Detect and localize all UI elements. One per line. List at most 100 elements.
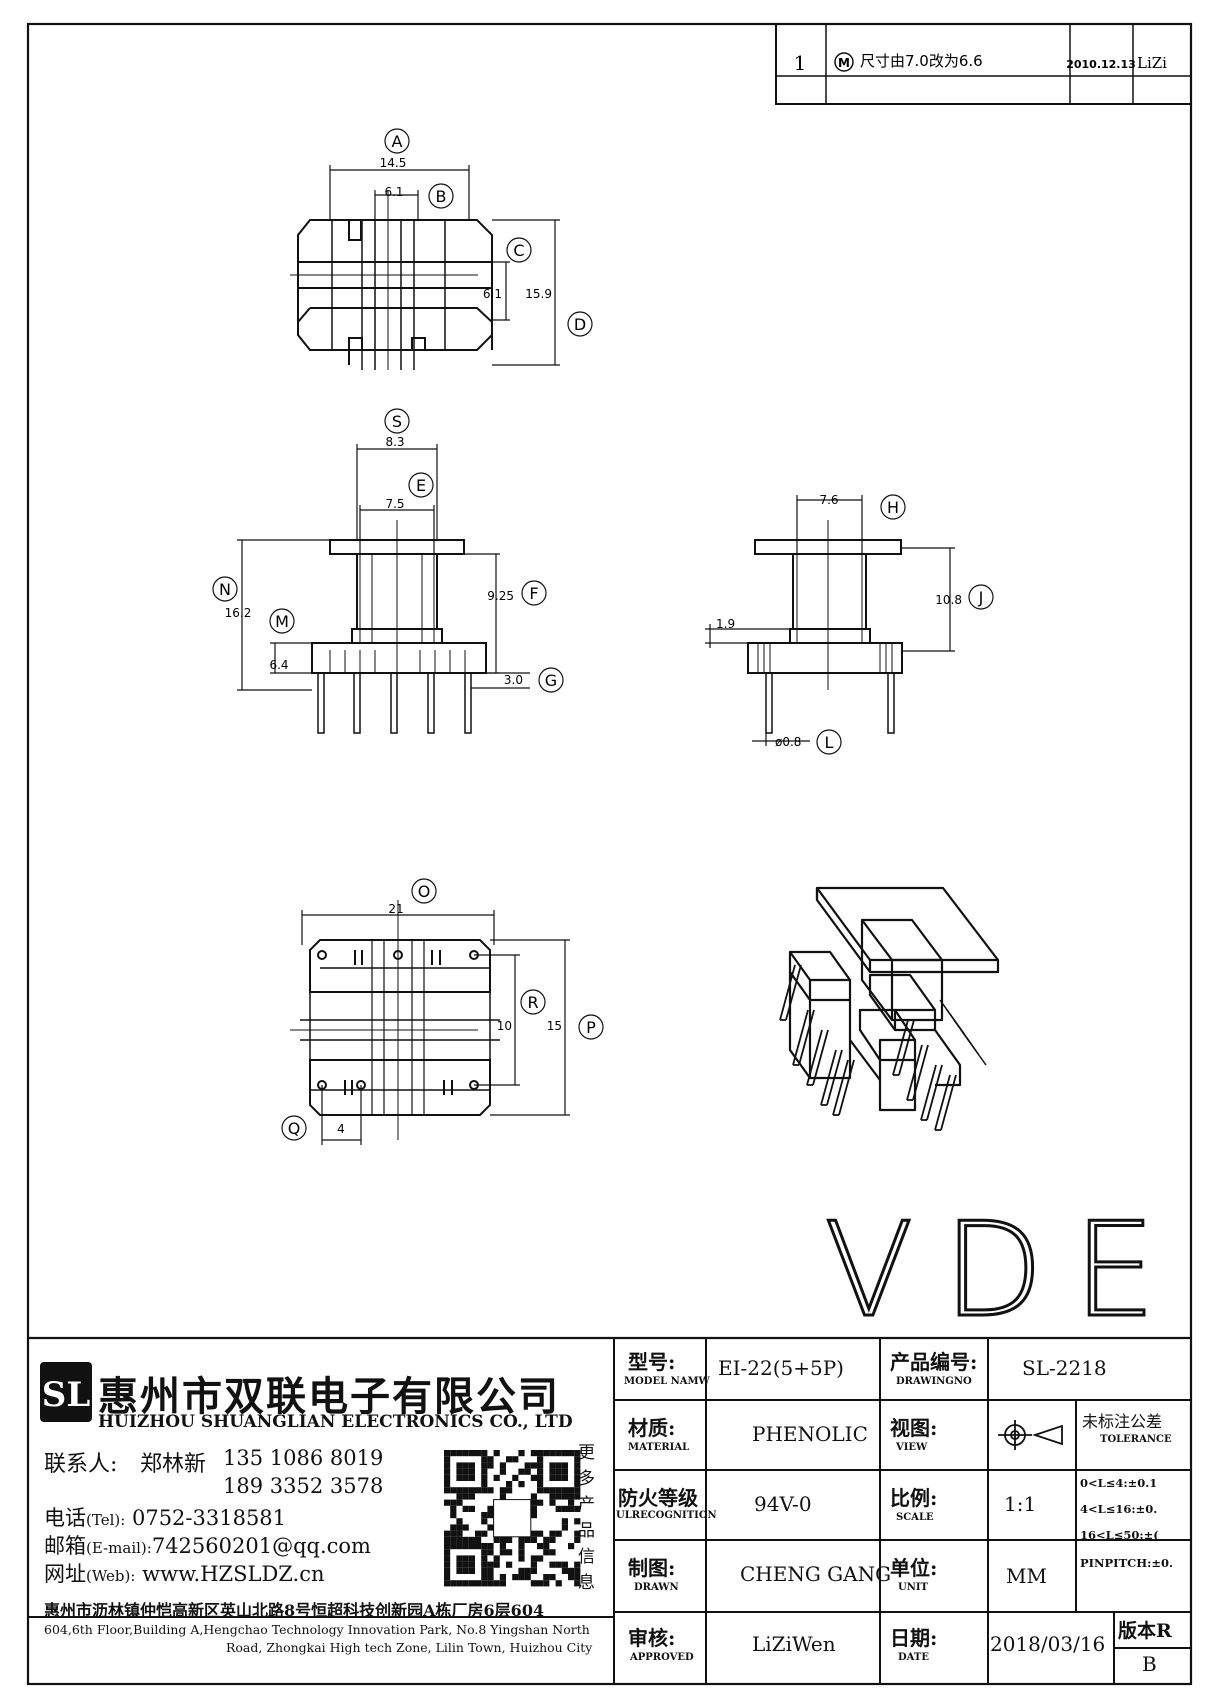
company-name-en: HUIZHOU SHUANGLIAN ELECTRONICS CO., LTD <box>98 1412 573 1432</box>
side-view <box>747 520 903 734</box>
dim-r-value: 10 <box>497 1019 512 1033</box>
scale-value: 1:1 <box>1004 1492 1037 1516</box>
dim-j-value: 10.8 <box>935 593 962 607</box>
dim-f-value: 9.25 <box>487 589 514 603</box>
isometric-view <box>788 886 1000 1112</box>
label-l: L <box>825 733 834 752</box>
label-f: F <box>529 584 538 603</box>
drawing-no-value: SL-2218 <box>1022 1356 1107 1380</box>
tel-row: 电话(Tel): 0752-3318581 <box>44 1502 286 1532</box>
email-label-cn: 邮箱 <box>44 1534 86 1558</box>
isometric-pins <box>779 964 957 1131</box>
model-label-cn: 型号: <box>628 1350 676 1374</box>
date-label-en: DATE <box>898 1652 929 1663</box>
dim-p-value: 15 <box>547 1019 562 1033</box>
unit-value: MM <box>1006 1564 1047 1588</box>
web-value: www.HZSLDZ.cn <box>142 1562 325 1586</box>
material-label-en: MATERIAL <box>628 1442 690 1453</box>
label-b: B <box>436 187 447 206</box>
label-m: M <box>275 612 289 631</box>
label-p: P <box>586 1018 596 1037</box>
tolerance-line-2: 4<L≤16:±0. <box>1080 1502 1158 1516</box>
tel-label-cn: 电话 <box>44 1506 86 1530</box>
revision-block <box>775 23 1192 105</box>
view-label-en: VIEW <box>896 1442 928 1453</box>
label-n: N <box>219 580 231 599</box>
projection-symbol-icon <box>998 1420 1063 1450</box>
dim-d-value: 15.9 <box>525 287 552 301</box>
contact-phone-2: 189 3352 3578 <box>223 1474 384 1498</box>
email-value: 742560201@qq.com <box>151 1534 371 1558</box>
date-label-cn: 日期: <box>890 1626 938 1650</box>
date-value: 2018/03/16 <box>990 1632 1106 1656</box>
label-j: J <box>978 588 984 607</box>
label-s: S <box>392 412 402 431</box>
unit-label-cn: 单位: <box>890 1556 938 1580</box>
front-view-dimensions <box>212 408 564 693</box>
tel-value: 0752-3318581 <box>131 1506 287 1530</box>
label-h: H <box>887 498 899 517</box>
label-e: E <box>416 476 426 495</box>
drawing-frame <box>26 22 1193 1686</box>
contact-phone-1: 135 1086 8019 <box>223 1446 384 1470</box>
fire-rating-label-en: ULRECOGNITION <box>616 1510 717 1521</box>
email-row: 邮箱(E-mail):742560201@qq.com <box>44 1530 371 1560</box>
approved-value: LiZiWen <box>752 1632 836 1656</box>
tolerance-line-3: 16<L≤50:±( <box>1080 1528 1159 1542</box>
dim-o-value: 21 <box>388 902 403 916</box>
tolerance-label-cn: 未标注公差 <box>1082 1412 1163 1431</box>
label-q: Q <box>288 1119 301 1138</box>
drawn-value: CHENG GANG <box>740 1562 892 1586</box>
vde-mark: VDE <box>824 1194 1185 1346</box>
scale-label-en: SCALE <box>896 1512 934 1523</box>
label-d: D <box>574 315 586 334</box>
label-c: C <box>513 241 524 260</box>
scale-label-cn: 比例: <box>890 1486 938 1510</box>
revision-marker-circle <box>834 52 854 72</box>
bottom-view <box>290 900 500 1140</box>
dim-g-value: 3.0 <box>504 673 523 687</box>
revision-by: LiZi <box>1137 54 1167 72</box>
fire-rating-value: 94V-0 <box>754 1492 812 1516</box>
approved-label-cn: 审核: <box>628 1626 676 1650</box>
unit-label-en: UNIT <box>898 1582 928 1593</box>
label-r: R <box>527 993 538 1012</box>
dim-k-value: 1.9 <box>716 617 735 631</box>
tolerance-label-en: TOLERANCE <box>1100 1434 1172 1445</box>
revision-change: 尺寸由7.0改为6.6 <box>860 52 983 70</box>
bottom-view-dimensions <box>281 878 604 1145</box>
web-row: 网址(Web): www.HZSLDZ.cn <box>44 1558 325 1588</box>
logo-letters: SL <box>42 1375 91 1415</box>
web-label-cn: 网址 <box>44 1562 86 1586</box>
side-view-dimensions <box>705 494 994 755</box>
label-g: G <box>545 671 557 690</box>
contact-name: 郑林新 <box>140 1452 207 1477</box>
material-label-cn: 材质: <box>628 1416 676 1440</box>
top-view-dimensions <box>329 128 593 366</box>
title-block <box>28 1336 1191 1684</box>
address-en-line-1: 604,6th Floor,Building A,Hengchao Techno… <box>44 1622 590 1637</box>
company-logo-icon: SL <box>40 1362 92 1422</box>
material-value: PHENOLIC <box>752 1422 868 1446</box>
revision-number: 1 <box>794 51 807 75</box>
dim-c-value: 6.1 <box>483 287 502 301</box>
tel-label-en: (Tel): <box>86 1511 126 1529</box>
address-cn: 惠州市沥林镇仲恺高新区英山北路8号恒超科技创新园A栋厂房6层604 <box>44 1601 545 1620</box>
revision-date: 2010.12.13 <box>1066 58 1136 71</box>
dim-e-value: 7.5 <box>385 497 404 511</box>
dim-q-value: 4 <box>337 1122 345 1136</box>
fire-rating-label-cn: 防火等级 <box>618 1486 698 1510</box>
dim-n-value: 16.2 <box>225 606 252 620</box>
version-label-cn: 版本R <box>1118 1620 1172 1642</box>
label-a: A <box>392 132 403 151</box>
qr-code-icon <box>444 1450 581 1587</box>
drawing-no-label-en: DRAWINGNO <box>896 1376 972 1387</box>
label-o: O <box>418 882 431 901</box>
dim-s-value: 8.3 <box>385 435 404 449</box>
approved-label-en: APPROVED <box>630 1652 694 1663</box>
tolerance-line-4: PINPITCH:±0. <box>1080 1556 1174 1570</box>
view-label-cn: 视图: <box>890 1416 938 1440</box>
revision-marker: M <box>838 56 850 70</box>
qr-caption: 更多产品信息 <box>578 1443 595 1593</box>
